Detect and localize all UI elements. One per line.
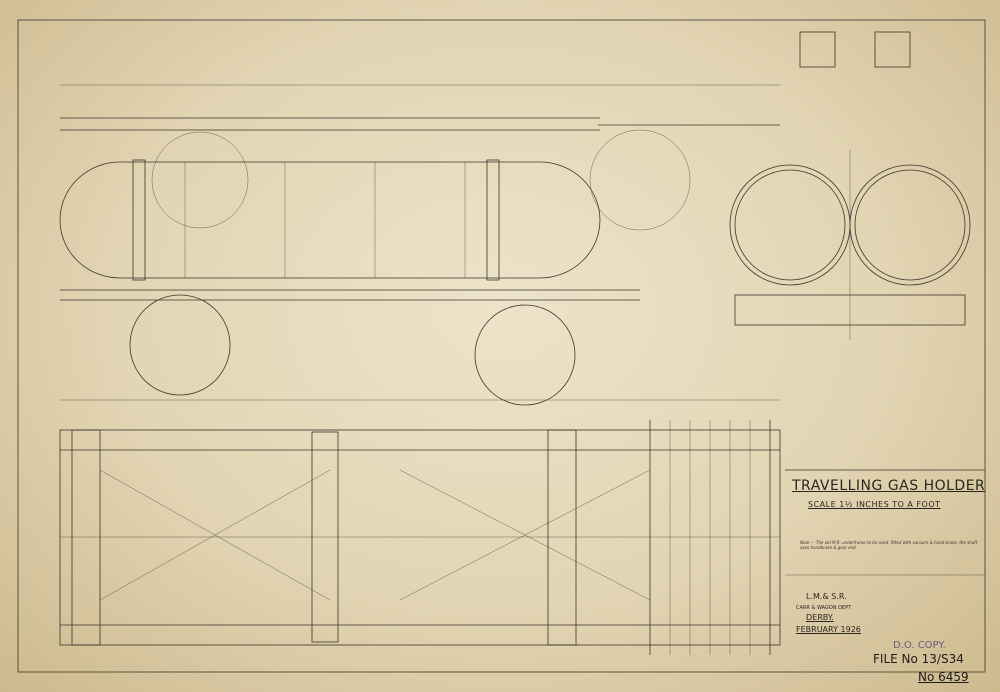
drawing-title: TRAVELLING GAS HOLDER — [792, 478, 986, 494]
file-number: FILE No 13/S34 — [873, 652, 964, 666]
drawing-scale: SCALE 1½ INCHES TO A FOOT — [808, 500, 941, 509]
side-elevation — [59, 84, 780, 406]
drawing-note: Note — The old M.R. underframe to be use… — [800, 540, 978, 550]
sheet-border — [17, 19, 986, 673]
tank-body — [59, 161, 601, 279]
drawing-number: No 6459 — [918, 670, 969, 684]
copy-stamp: D.O. COPY. — [893, 640, 946, 651]
department-name: CARR & WAGON DEPT — [796, 605, 852, 611]
wheel — [474, 304, 576, 406]
location: DERBY. — [806, 613, 834, 622]
plan-view — [59, 420, 985, 655]
wheel — [129, 294, 231, 396]
company-name: L.M.& S.R. — [806, 592, 847, 601]
end-view — [729, 31, 971, 340]
drawing-date: FEBRUARY 1926 — [796, 625, 861, 634]
